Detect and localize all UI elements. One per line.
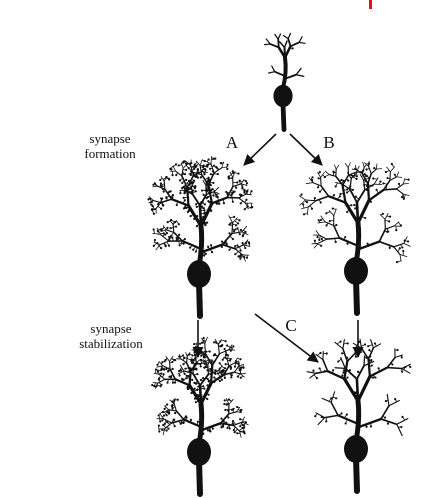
arrow-b <box>289 133 323 166</box>
arrow-c <box>254 313 319 363</box>
label-c: C <box>285 316 297 335</box>
formation-line-2: formation <box>84 146 136 161</box>
initial-neuron <box>263 32 306 132</box>
formation-line-1: synapse <box>89 131 131 146</box>
label-a: A <box>225 133 239 152</box>
synapse-formation-label: synapse formation <box>70 131 150 161</box>
stabilization-line-1: synapse <box>90 321 132 336</box>
neuron-b-formed <box>298 160 411 316</box>
synapse-stabilization-label: synapse stabilization <box>66 321 156 351</box>
neuron-c-stabilized <box>306 338 412 494</box>
label-b: B <box>323 133 335 152</box>
stabilization-line-2: stabilization <box>79 336 143 351</box>
neuron-a-stabilized <box>151 336 249 497</box>
red-mark <box>369 0 372 9</box>
neuron-a-formed <box>147 156 254 319</box>
arrow-a <box>243 133 277 166</box>
